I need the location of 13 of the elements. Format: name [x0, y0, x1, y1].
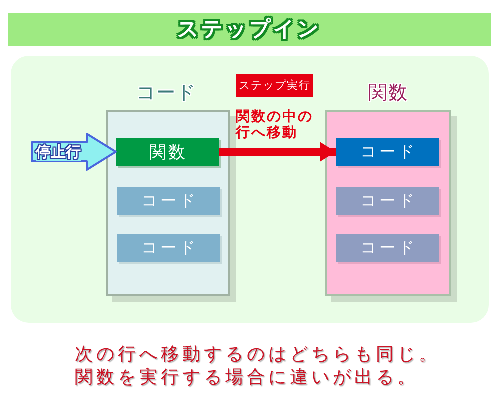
step-tag: ステップ実行 [236, 74, 313, 97]
edge-label: 停止行 [36, 144, 81, 161]
arrow [219, 142, 336, 162]
code-row: コード [336, 234, 439, 262]
code-row: コード [117, 187, 220, 215]
highlighted-row: 関数 [116, 138, 219, 166]
panel-heading: コード [136, 82, 196, 104]
code-row: コード [336, 187, 439, 215]
highlighted-row: コード [336, 138, 439, 166]
code-row: コード [117, 234, 220, 262]
title-banner: ステップイン [8, 13, 491, 46]
panel-heading: 関数 [368, 82, 408, 104]
caption: 次の行へ移動するのはどちらも同じ。関数を実行する場合に違いが出る。 [75, 343, 442, 389]
